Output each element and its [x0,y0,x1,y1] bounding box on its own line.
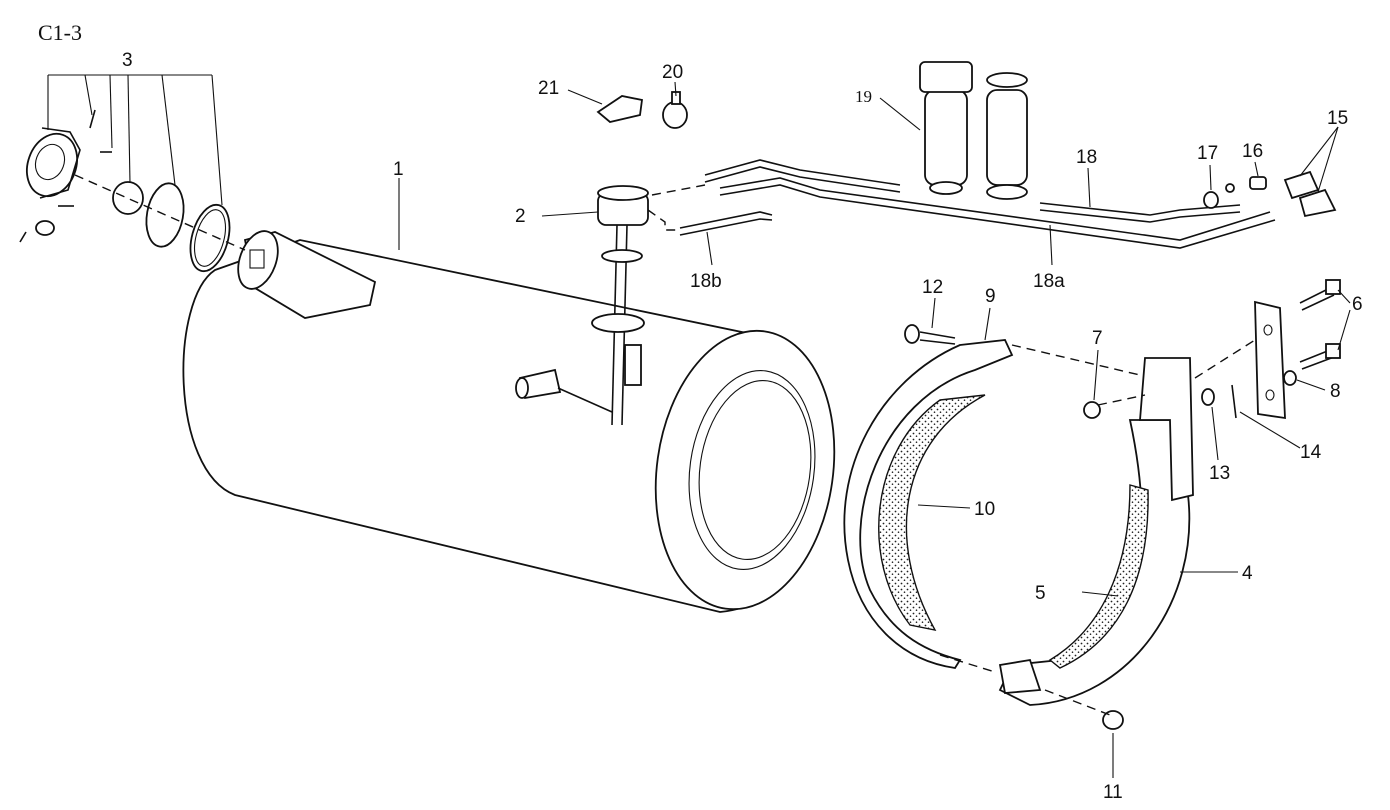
filler-neck [237,230,377,319]
callout-12: 12 [922,277,943,298]
rear-strap [998,357,1194,706]
nuts [1083,370,1297,730]
callout-14: 14 [1300,442,1322,463]
callout-9: 9 [985,286,996,307]
leader-lines [398,81,1351,778]
callout-4: 4 [1242,563,1253,584]
callout-13: 13 [1209,463,1230,484]
callout-labels: 1 2 3 4 5 6 7 8 9 10 11 12 13 14 15 16 1… [122,50,1363,803]
callout-5: 5 [1035,583,1046,604]
fuel-pipes [679,159,1276,249]
bolts-6 [1299,279,1341,370]
callout-7: 7 [1092,328,1103,349]
callout-6: 6 [1352,294,1363,315]
bolt-12 [904,324,956,345]
callout-8: 8 [1330,381,1341,402]
bracket [1254,300,1286,420]
callout-11: 11 [1103,782,1123,803]
front-strap [843,339,1014,669]
pipe-clip [596,91,688,129]
callout-3: 3 [122,50,133,71]
fuel-tank [182,239,836,613]
callout-18a: 18a [1033,271,1065,292]
callout-18b: 18b [690,271,722,292]
callout-15: 15 [1327,108,1348,129]
pipe-connectors [1203,170,1337,218]
callout-16: 16 [1242,141,1263,162]
callout-19: 19 [855,87,872,106]
callout-21: 21 [538,78,559,99]
callout-2: 2 [515,206,526,227]
fuel-filter [919,61,1028,200]
callout-1: 1 [393,159,404,180]
callout-18: 18 [1076,147,1097,168]
diagram-code: C1-3 [38,20,82,45]
callout-17: 17 [1197,143,1218,164]
fuel-sender-unit [515,184,706,426]
filler-cap-assembly [19,74,246,273]
callout-20: 20 [662,62,683,83]
callout-10: 10 [974,499,995,520]
